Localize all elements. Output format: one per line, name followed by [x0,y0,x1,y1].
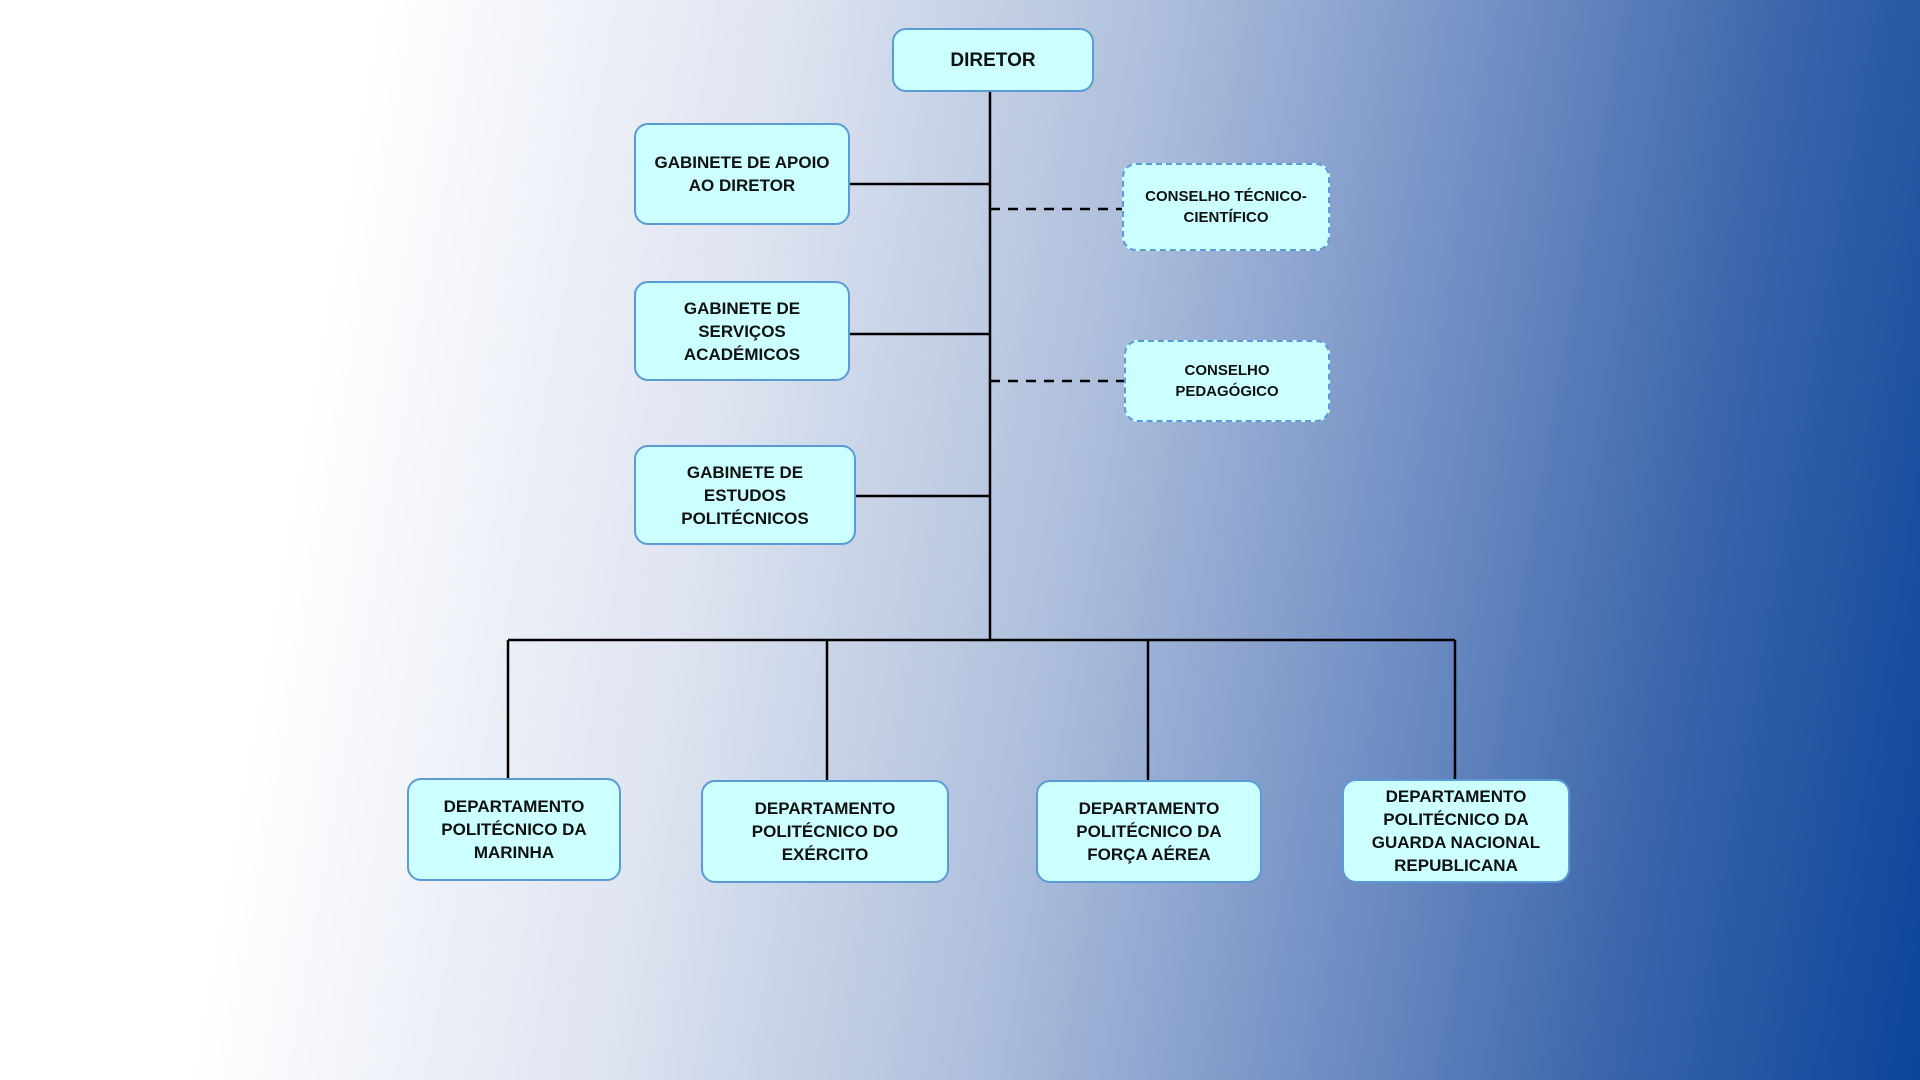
gabinete-apoio-box: GABINETE DE APOIO AO DIRETOR [634,123,850,225]
director-box: DIRETOR [892,28,1094,92]
dept-gnr-box: DEPARTAMENTO POLITÉCNICO DA GUARDA NACIO… [1342,779,1570,883]
dept-exercito-box: DEPARTAMENTO POLITÉCNICO DO EXÉRCITO [701,780,949,883]
dept-forca-aerea-box: DEPARTAMENTO POLITÉCNICO DA FORÇA AÉREA [1036,780,1262,883]
conselho-tecnico-box: CONSELHO TÉCNICO- CIENTÍFICO [1122,163,1330,251]
gabinete-estudos-box: GABINETE DE ESTUDOS POLITÉCNICOS [634,445,856,545]
gabinete-servicos-box: GABINETE DE SERVIÇOS ACADÉMICOS [634,281,850,381]
conselho-pedagogico-box: CONSELHO PEDAGÓGICO [1124,340,1330,422]
dept-marinha-box: DEPARTAMENTO POLITÉCNICO DA MARINHA [407,778,621,881]
